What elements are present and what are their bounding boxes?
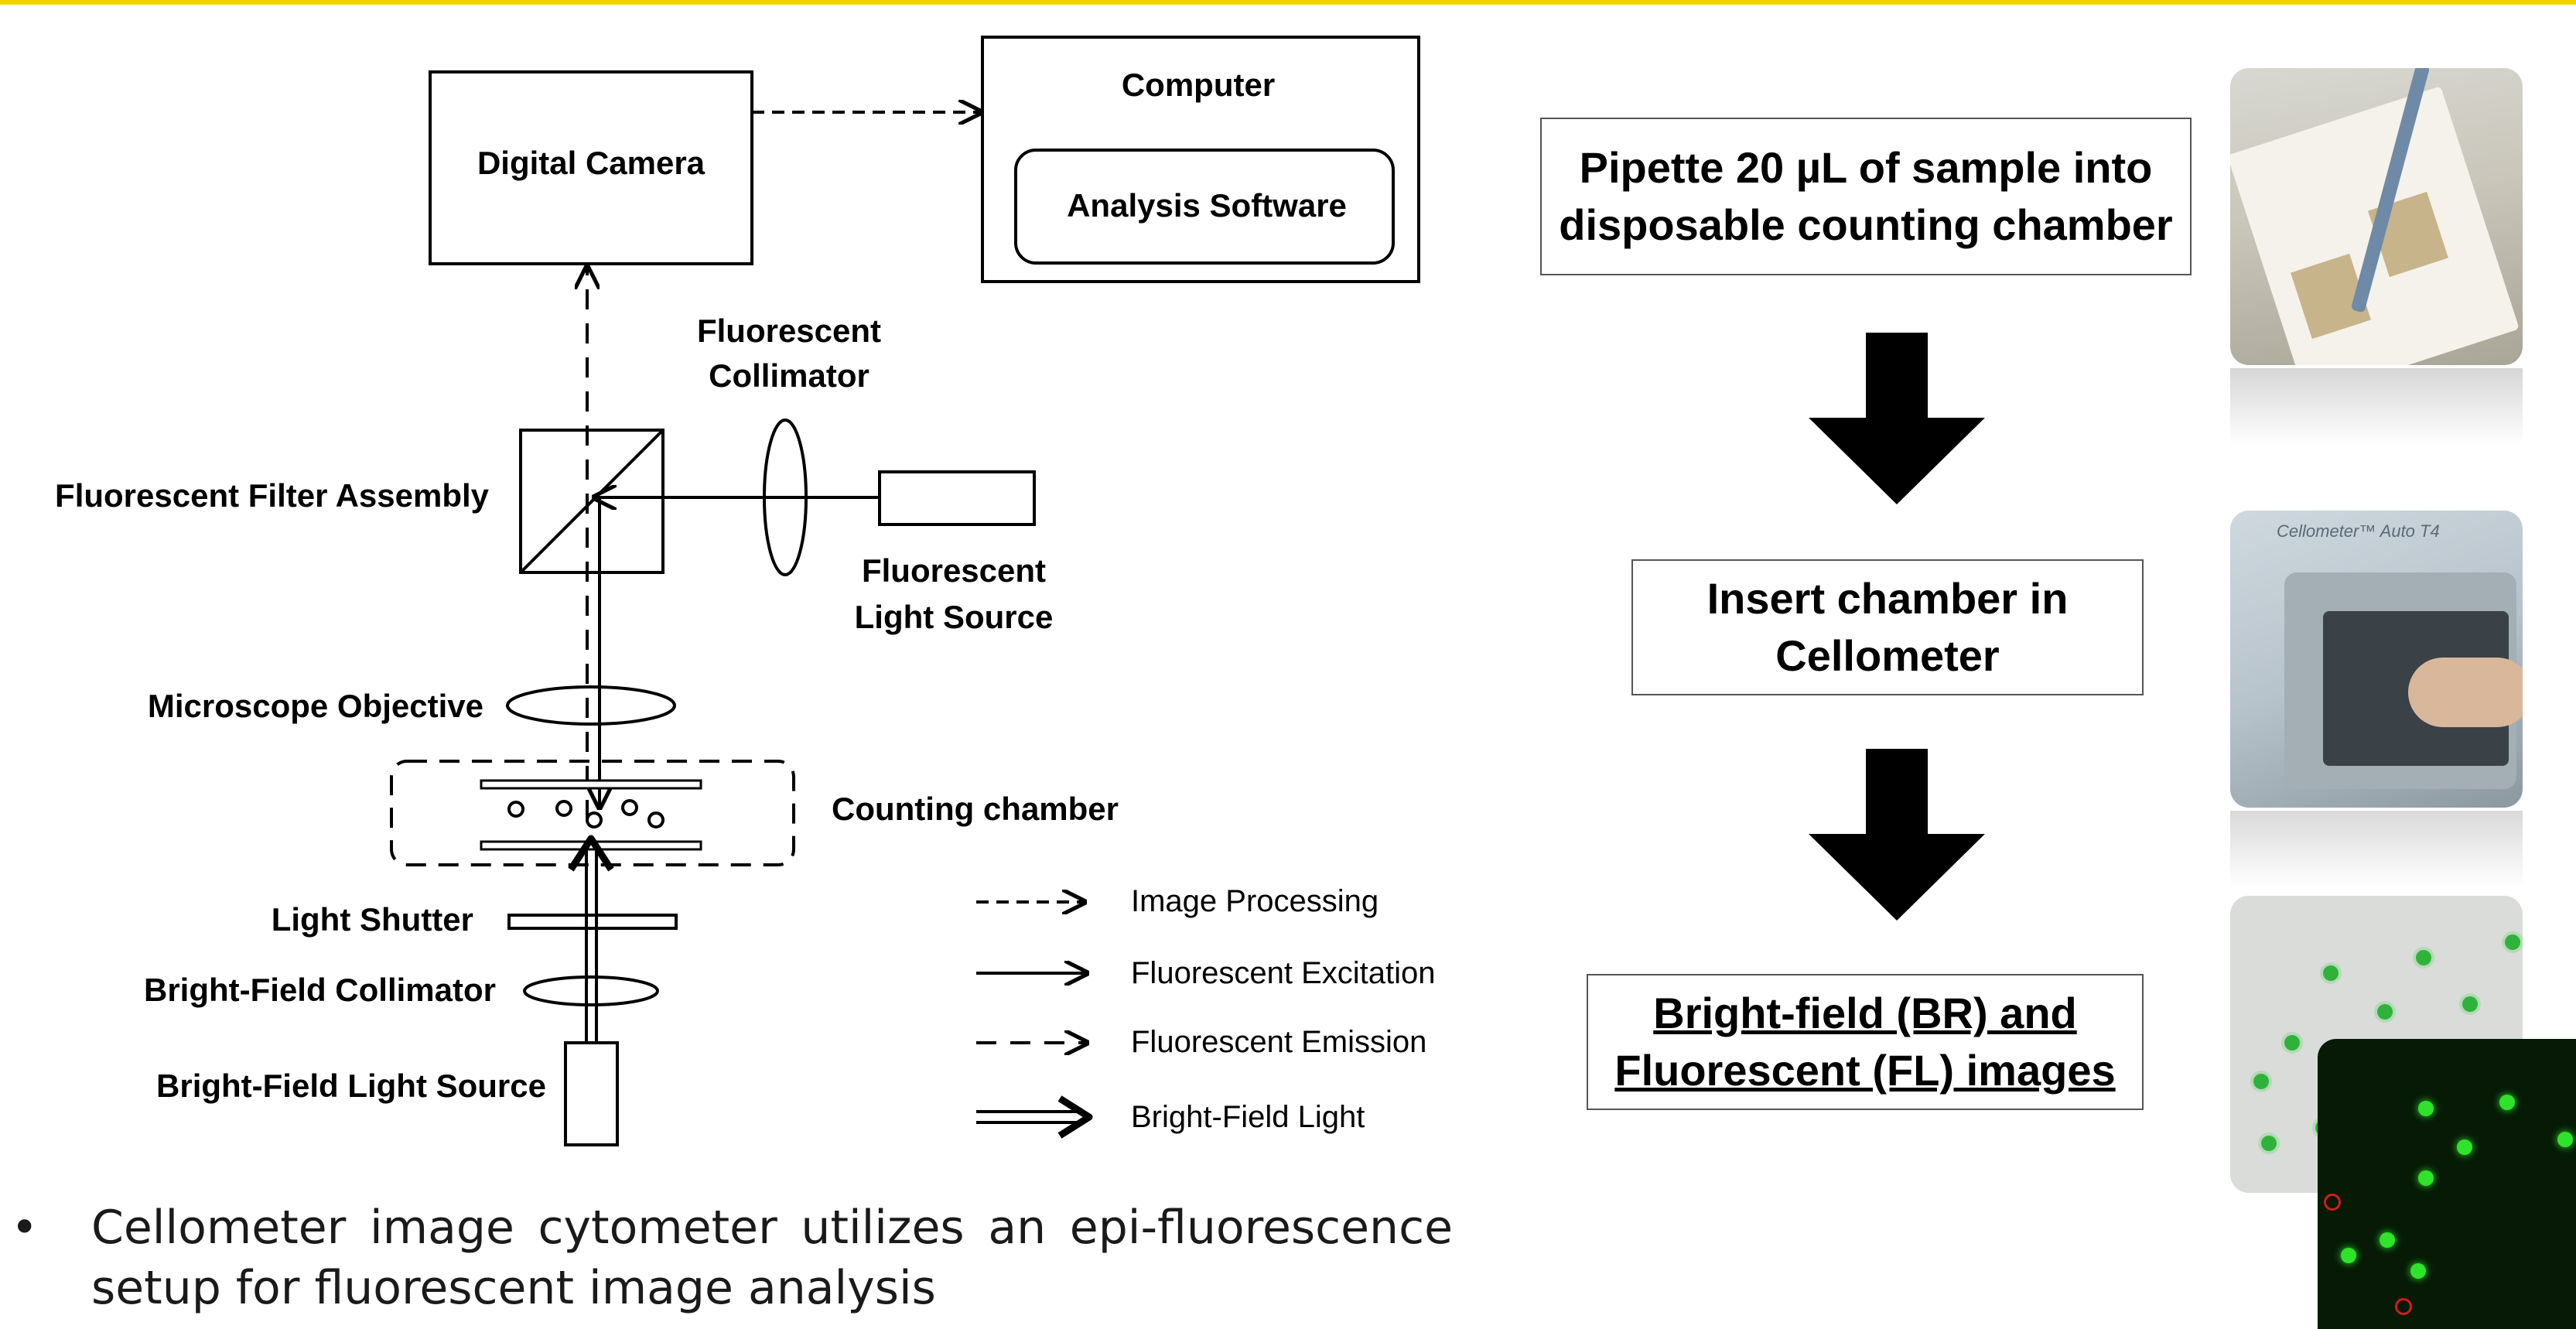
- workflow-step-images: Bright-field (BR) and Fluorescent (FL) i…: [1587, 974, 2144, 1110]
- analysis-software-label: Analysis Software: [1067, 187, 1347, 224]
- legend-image-processing-label: Image Processing: [1131, 884, 1379, 918]
- microscope-objective-lens: [506, 685, 676, 726]
- cellometer-photo-reflection: [2230, 811, 2523, 888]
- light-shutter-box: [507, 914, 678, 930]
- step1-line1: Pipette 20 µL of sample into: [1579, 143, 2153, 192]
- digital-camera-box: [429, 70, 753, 265]
- top-accent-bar: [0, 0, 2576, 5]
- step3-line2: Fluorescent (FL) images: [1614, 1046, 2116, 1095]
- bright-field-light-source-box: [564, 1041, 619, 1146]
- computer-label: Computer: [1122, 67, 1275, 103]
- digital-camera-label: Digital Camera: [477, 145, 705, 181]
- cell-icon: [555, 800, 572, 817]
- legend-bright-field-label: Bright-Field Light: [1131, 1100, 1365, 1134]
- bright-field-light-source-label: Bright-Field Light Source: [156, 1068, 546, 1104]
- photo-device-label: Cellometer™ Auto T4: [2277, 521, 2440, 541]
- microscope-objective-label: Microscope Objective: [148, 688, 483, 724]
- workflow-step-insert: Insert chamber in Cellometer: [1631, 559, 2144, 695]
- filter-assembly-label: Fluorescent Filter Assembly: [55, 477, 490, 514]
- workflow-step-pipette: Pipette 20 µL of sample into disposable …: [1540, 118, 2192, 275]
- step3-line1: Bright-field (BR) and: [1653, 989, 2077, 1037]
- step2-line1: Insert chamber in: [1707, 574, 2069, 623]
- step1-line2: disposable counting chamber: [1559, 200, 2173, 249]
- light-shutter-label: Light Shutter: [272, 901, 473, 938]
- cell-icon: [621, 799, 638, 816]
- bright-field-collimator-label: Bright-Field Collimator: [144, 972, 496, 1008]
- fluorescent-light-source-label-1: Fluorescent: [862, 552, 1046, 589]
- cellometer-insert-photo: Cellometer™ Auto T4: [2230, 511, 2523, 808]
- bullet-symbol: •: [11, 1201, 39, 1255]
- bright-field-collimator-lens: [523, 975, 659, 1006]
- cell-icon: [647, 811, 664, 828]
- fluorescent-light-source-box: [878, 470, 1036, 526]
- counting-chamber-box: [390, 760, 795, 866]
- cell-icon: [586, 811, 603, 828]
- counting-chamber-label: Counting chamber: [832, 791, 1119, 827]
- pipette-photo: [2230, 68, 2523, 365]
- analysis-software-box: [1014, 149, 1395, 265]
- legend-emission-label: Fluorescent Emission: [1131, 1025, 1426, 1059]
- bright-field-arrowhead: [568, 835, 614, 872]
- fluorescent-light-source-label-2: Light Source: [855, 599, 1054, 635]
- legend-excitation-label: Fluorescent Excitation: [1131, 956, 1436, 990]
- down-arrow-icon: [1809, 749, 1985, 921]
- fluorescent-collimator-label-1: Fluorescent: [697, 313, 881, 349]
- epi-fluorescence-diagram: Digital Camera Computer Analysis Softwar…: [55, 36, 1436, 1146]
- bullet-text: Cellometer image cytometer utilizes an e…: [91, 1201, 1453, 1315]
- fluorescent-collimator-label-2: Collimator: [709, 357, 869, 394]
- legend-bright-field-arrowhead: [1057, 1095, 1093, 1139]
- down-arrow-icon: [1809, 333, 1985, 504]
- cell-icon: [507, 801, 524, 818]
- fluorescent-image: [2318, 1039, 2576, 1329]
- chamber-top-slide: [480, 779, 702, 790]
- step2-line2: Cellometer: [1775, 631, 2000, 680]
- pipette-photo-reflection: [2230, 368, 2523, 446]
